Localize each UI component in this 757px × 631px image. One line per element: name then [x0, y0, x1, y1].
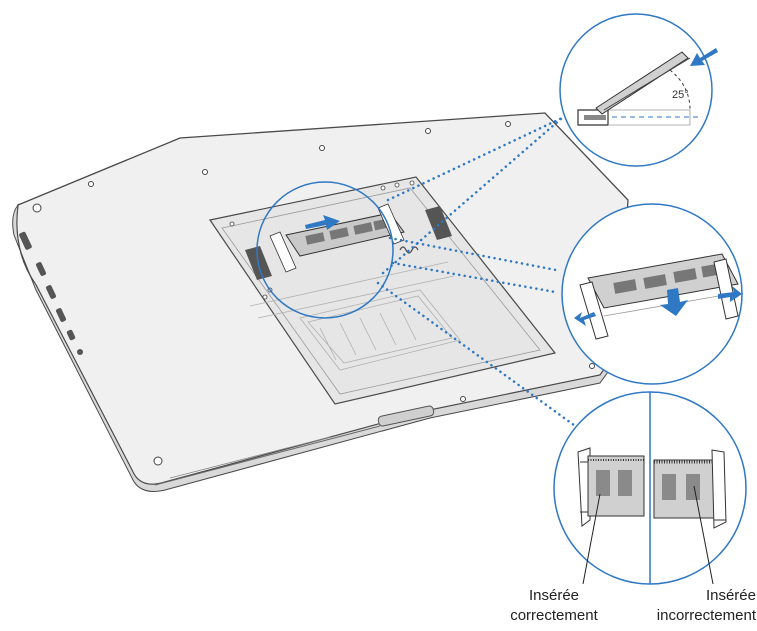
angle-push-arrow [690, 48, 718, 66]
pointer-correct [582, 493, 601, 585]
callout-lines [376, 116, 580, 430]
label-correct-line1: Insérée [528, 587, 580, 604]
label-incorrect-line2: incorrectement [656, 607, 756, 624]
label-inserted-correctly: Insérée correctement [484, 586, 624, 626]
detail-press-down [561, 203, 743, 385]
insert-arrow [305, 215, 340, 230]
bay-panel-detail [249, 261, 461, 371]
magnifier-ring [256, 181, 394, 319]
module-correct [577, 447, 645, 527]
right-clip-arrow [718, 286, 742, 302]
module-incorrect [653, 449, 727, 529]
battery-latch [377, 405, 435, 427]
memory-module-in-slot [269, 203, 405, 273]
angle-label: 25° [672, 89, 689, 101]
label-correct-line2: correctement [510, 607, 598, 624]
detail-angle-insertion: 25° [559, 13, 718, 167]
left-clip-arrow [574, 312, 596, 326]
press-down-arrow [660, 288, 688, 316]
laptop-bottom-case [12, 112, 629, 492]
pointer-incorrect [693, 485, 714, 585]
label-incorrect-line1: Insérée [705, 587, 756, 604]
detail-comparison [553, 391, 747, 585]
side-ports [19, 231, 83, 355]
case-screws [32, 121, 595, 466]
label-inserted-incorrectly: Insérée incorrectement [622, 586, 756, 626]
